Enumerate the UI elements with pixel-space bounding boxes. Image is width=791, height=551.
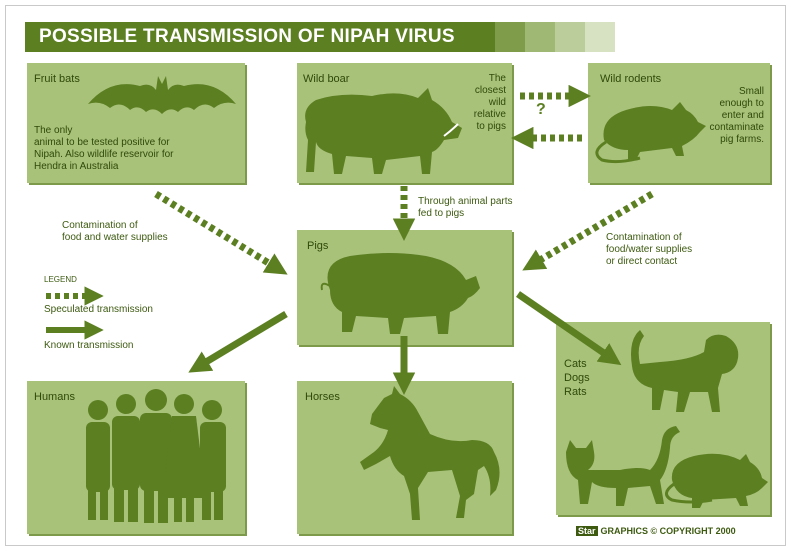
annotation-animal-parts-1: Through animal parts	[418, 196, 513, 208]
wild-boar-note-5: to pigs	[450, 121, 506, 133]
wild-rodents-text-1: Small	[700, 86, 764, 98]
wild-rodents-text-2: enough to	[700, 98, 764, 110]
label-wild-boar: Wild boar	[303, 73, 349, 86]
label-horses: Horses	[305, 391, 340, 404]
legend-speculated-label: Speculated transmission	[44, 304, 153, 316]
annotation-animal-parts-2: fed to pigs	[418, 208, 464, 220]
boar-icon	[305, 88, 462, 174]
wild-rodents-text-4: contaminate	[700, 122, 764, 134]
bat-icon	[88, 76, 236, 114]
legend-known-label: Known transmission	[44, 340, 133, 352]
annotation-contamination-left-1: Contamination of	[62, 220, 138, 232]
label-humans: Humans	[34, 391, 75, 404]
label-cats: Cats	[564, 358, 587, 371]
label-wild-rodents: Wild rodents	[600, 73, 661, 86]
label-rats: Rats	[564, 386, 587, 399]
people-icon	[86, 389, 226, 523]
label-fruit-bats: Fruit bats	[34, 73, 80, 86]
dog-icon	[631, 330, 738, 412]
rat-icon	[597, 102, 706, 162]
pig-icon	[322, 253, 480, 334]
wild-boar-note-1: The	[450, 73, 506, 85]
rat-icon	[666, 454, 768, 508]
legend-title: LEGEND	[44, 274, 77, 286]
label-pigs: Pigs	[307, 240, 328, 253]
arrow-bats-to-pigs	[156, 194, 280, 270]
fruit-bats-text-4: Hendra in Australia	[34, 161, 119, 173]
cat-icon	[566, 426, 680, 506]
wild-boar-note-3: wild	[450, 97, 506, 109]
horse-icon	[360, 386, 500, 520]
credit-tag: Star	[576, 526, 598, 536]
fruit-bats-text-1: The only	[34, 125, 72, 137]
wild-rodents-text-3: enter and	[700, 110, 764, 122]
wild-rodents-text-5: pig farms.	[700, 134, 764, 146]
annotation-contamination-right-2: food/water supplies	[606, 244, 692, 256]
arrow-pigs-to-cats-dogs	[518, 294, 614, 360]
annotation-contamination-right-3: or direct contact	[606, 256, 677, 268]
credit-text: GRAPHICS © COPYRIGHT 2000	[601, 526, 736, 536]
question-mark: ?	[536, 104, 546, 116]
fruit-bats-text-3: Nipah. Also wildlife reservoir for	[34, 149, 174, 161]
annotation-contamination-right-1: Contamination of	[606, 232, 682, 244]
wild-boar-note-4: relative	[450, 109, 506, 121]
label-dogs: Dogs	[564, 372, 590, 385]
fruit-bats-text-2: animal to be tested positive for	[34, 137, 170, 149]
wild-boar-note-2: closest	[450, 85, 506, 97]
arrow-pigs-to-humans	[196, 314, 286, 368]
annotation-contamination-left-2: food and water supplies	[62, 232, 168, 244]
